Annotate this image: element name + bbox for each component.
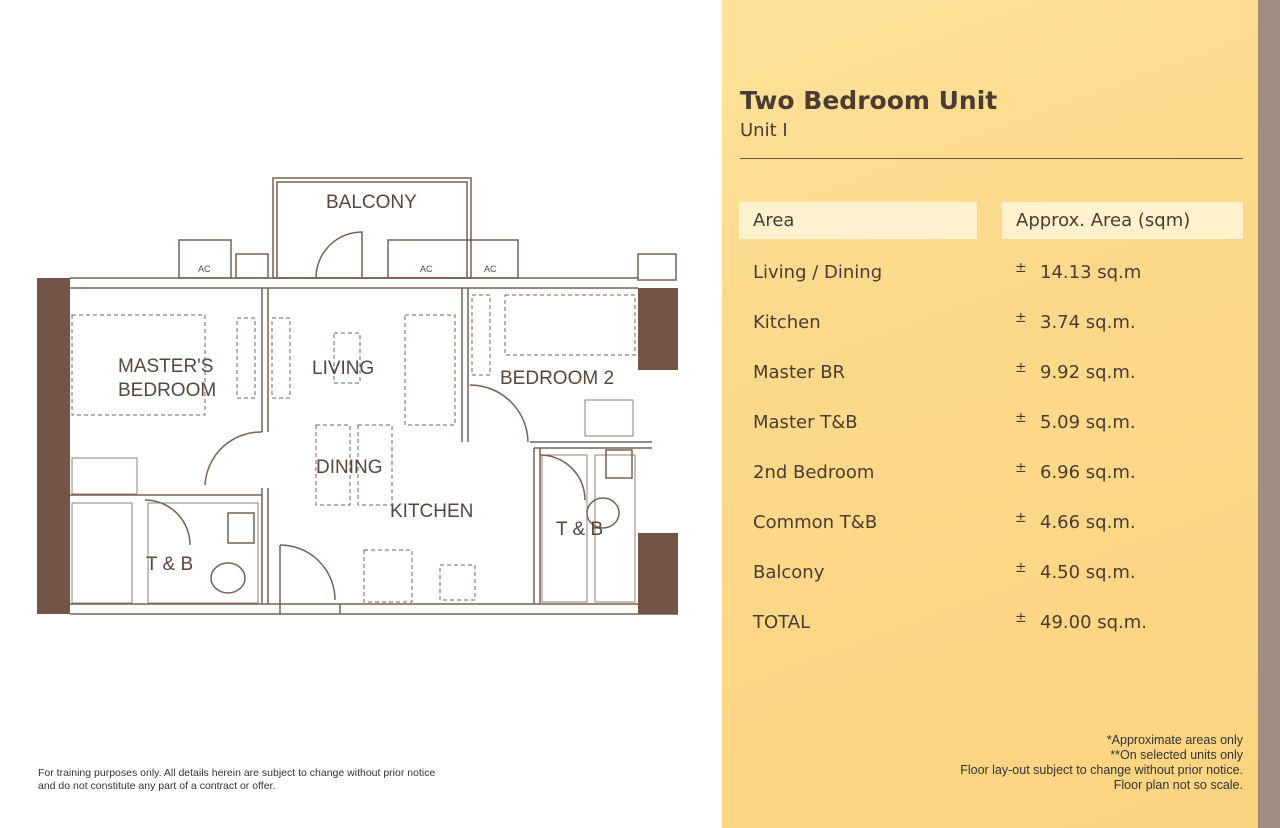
area-value: 4.50 sq.m.: [1040, 562, 1136, 583]
area-row: Master T&B ±5.09 sq.m.: [753, 410, 1233, 442]
note-line: Floor lay-out subject to change without …: [960, 763, 1243, 777]
plus-minus: ±: [1015, 610, 1027, 626]
area-name: 2nd Bedroom: [753, 462, 875, 483]
floor-plan: BALCONY MASTER'S BEDROOM LIVING DINING K…: [37, 177, 678, 615]
wall-column-right-top: [638, 288, 678, 370]
room-label-masters-bedroom-line1: MASTER'S: [118, 356, 213, 377]
room-label-tb-common: T & B: [556, 519, 603, 540]
area-row: Common T&B ±4.66 sq.m.: [753, 510, 1233, 542]
ac-label: AC: [420, 264, 433, 274]
room-label-bedroom-2: BEDROOM 2: [500, 368, 614, 389]
area-value: 5.09 sq.m.: [1040, 412, 1136, 433]
edge-strip: [1258, 0, 1280, 828]
note-line: **On selected units only: [1110, 748, 1243, 762]
area-row: Master BR ±9.92 sq.m.: [753, 360, 1233, 392]
note-line: Floor plan not so scale.: [1113, 778, 1243, 792]
area-name: Kitchen: [753, 312, 821, 333]
area-row: Kitchen ±3.74 sq.m.: [753, 310, 1233, 342]
area-row: Living / Dining ±14.13 sq.m: [753, 260, 1233, 292]
disclaimer-line: and do not constitute any part of a cont…: [38, 780, 276, 792]
area-row: 2nd Bedroom ±6.96 sq.m.: [753, 460, 1233, 492]
plus-minus: ±: [1015, 510, 1027, 526]
disclaimer: For training purposes only. All details …: [38, 767, 435, 793]
note-line: *Approximate areas only: [1106, 733, 1243, 747]
area-name: Master BR: [753, 362, 846, 383]
plus-minus: ±: [1015, 460, 1027, 476]
room-label-living: LIVING: [312, 358, 374, 379]
notes: *Approximate areas only **On selected un…: [960, 733, 1243, 793]
header-approx-area: Approx. Area (sqm): [1002, 202, 1243, 239]
plus-minus: ±: [1015, 260, 1027, 276]
area-row: Balcony ±4.50 sq.m.: [753, 560, 1233, 592]
wall-column-left: [37, 278, 70, 614]
unit-subtitle: Unit I: [740, 120, 788, 141]
area-name: Living / Dining: [753, 262, 883, 283]
area-value: 6.96 sq.m.: [1040, 462, 1136, 483]
room-label-tb-master: T & B: [146, 554, 193, 575]
floor-plan-section: BALCONY MASTER'S BEDROOM LIVING DINING K…: [37, 177, 678, 793]
area-name: Master T&B: [753, 412, 858, 433]
room-label-dining: DINING: [316, 457, 383, 478]
area-value: 14.13 sq.m: [1040, 262, 1142, 283]
ac-label: AC: [484, 264, 497, 274]
area-value: 4.66 sq.m.: [1040, 512, 1136, 533]
divider: [740, 158, 1243, 159]
plus-minus: ±: [1015, 360, 1027, 376]
area-name: Balcony: [753, 562, 825, 583]
header-area: Area: [739, 202, 977, 239]
room-label-masters-bedroom-line2: BEDROOM: [118, 380, 216, 401]
info-panel: Two Bedroom Unit Unit I Area Approx. Are…: [722, 0, 1258, 828]
room-label-kitchen: KITCHEN: [390, 501, 473, 522]
plus-minus: ±: [1015, 310, 1027, 326]
area-value: 49.00 sq.m.: [1040, 612, 1148, 633]
area-value: 3.74 sq.m.: [1040, 312, 1136, 333]
area-name: Common T&B: [753, 512, 878, 533]
wall-column-right-bottom: [638, 533, 678, 614]
disclaimer-line: For training purposes only. All details …: [38, 767, 436, 779]
area-value: 9.92 sq.m.: [1040, 362, 1136, 383]
plus-minus: ±: [1015, 410, 1027, 426]
plus-minus: ±: [1015, 560, 1027, 576]
ac-label: AC: [198, 264, 211, 274]
unit-title: Two Bedroom Unit: [740, 86, 998, 115]
room-label-balcony: BALCONY: [326, 192, 417, 213]
total-row: TOTAL ±49.00 sq.m.: [753, 610, 1233, 642]
area-name: TOTAL: [753, 612, 811, 633]
